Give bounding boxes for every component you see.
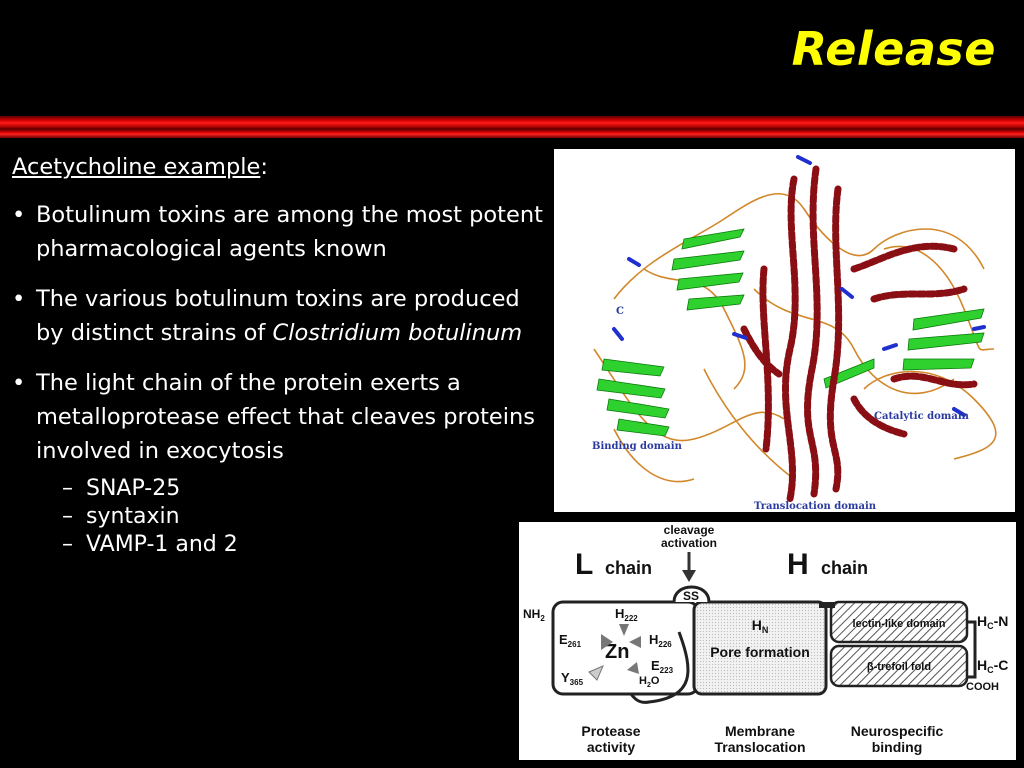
- coordination-arrow-icons: [588, 624, 641, 681]
- bullet-marker: •: [12, 370, 26, 396]
- l-chain-word: chain: [605, 558, 652, 578]
- zinc-label: Zn: [605, 641, 629, 663]
- hc-c-label: HC-C: [977, 657, 1008, 675]
- domain-link: [819, 602, 835, 608]
- arrowhead-icon: [682, 570, 696, 582]
- y365-label: Y365: [561, 670, 584, 687]
- hc-n-label: HC-N: [977, 613, 1008, 631]
- sub-item-snap25: –SNAP-25: [62, 476, 181, 501]
- bullet-potency: • Botulinum toxins are among the most po…: [12, 198, 552, 266]
- protease-label-2: activity: [587, 739, 635, 755]
- protein-ribbon-drawing: Binding domain Catalytic domain Transloc…: [592, 155, 997, 512]
- cleavage-label: cleavage: [664, 523, 715, 537]
- slide-title: Release: [791, 22, 996, 76]
- protein-structure-figure: Binding domain Catalytic domain Transloc…: [554, 149, 1015, 512]
- h-chain-letter: H: [787, 548, 809, 581]
- h-chain-word: chain: [821, 558, 868, 578]
- alpha-helices: [740, 165, 978, 503]
- e223-label: E223: [651, 658, 674, 675]
- lectin-domain-label: lectin-like domain: [853, 618, 946, 630]
- cooh-label: COOH: [966, 681, 999, 693]
- beta-sheets: [596, 228, 985, 437]
- domain-schematic-figure: cleavage activation L chain H chain SS N…: [519, 522, 1016, 760]
- hn-label: HN: [752, 617, 769, 635]
- binding-domain-label: Binding domain: [592, 441, 683, 452]
- membrane-label-1: Membrane: [725, 723, 795, 739]
- trefoil-domain-box: [829, 644, 969, 688]
- sub-item-vamp: –VAMP-1 and 2: [62, 532, 238, 557]
- ss-label: SS: [683, 589, 699, 603]
- slide-body: Acetycholine example: • Botulinum toxins…: [12, 150, 552, 568]
- bullet-marker: •: [12, 202, 26, 228]
- bullet-strains: • The various botulinum toxins are produ…: [12, 282, 552, 350]
- domain-schematic-drawing: cleavage activation L chain H chain SS N…: [523, 523, 1008, 755]
- water-label: H2O: [639, 675, 660, 689]
- c-terminus-label: C: [616, 306, 624, 317]
- nh2-label: NH2: [523, 607, 545, 623]
- h222-label: H222: [615, 606, 638, 623]
- title-divider: [0, 116, 1024, 138]
- catalytic-domain-label: Catalytic domain: [874, 411, 970, 422]
- body-subtitle: Acetycholine example:: [12, 154, 268, 180]
- disulfide-bridge: [672, 585, 711, 603]
- h226-label: H226: [649, 632, 672, 649]
- e261-label: E261: [559, 632, 582, 649]
- pore-formation-label: Pore formation: [710, 644, 810, 660]
- l-chain-letter: L: [575, 548, 593, 581]
- neuro-label-1: Neurospecific: [851, 723, 944, 739]
- neuro-label-2: binding: [872, 739, 923, 755]
- c-terminal-bracket: [967, 620, 977, 679]
- bullet-marker: •: [12, 286, 26, 312]
- protease-label-1: Protease: [581, 723, 640, 739]
- activation-label: activation: [661, 536, 717, 550]
- peptide-loop: [629, 631, 690, 704]
- turn-segments: [612, 155, 986, 417]
- translocation-domain-label: Translocation domain: [754, 501, 877, 512]
- trefoil-domain-label: β-trefoil fold: [867, 661, 931, 673]
- sub-item-syntaxin: –syntaxin: [62, 504, 180, 529]
- bullet-light-chain: • The light chain of the protein exerts …: [12, 366, 552, 468]
- membrane-label-2: Translocation: [714, 739, 805, 755]
- translocation-box: [692, 600, 828, 696]
